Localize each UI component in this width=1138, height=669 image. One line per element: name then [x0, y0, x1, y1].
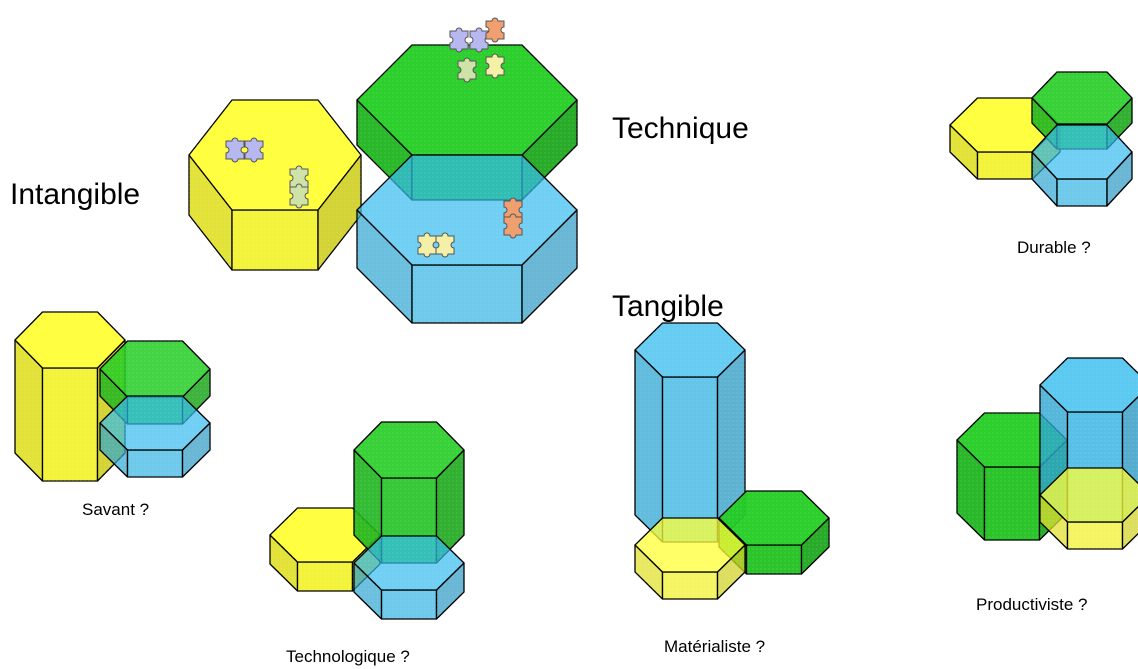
label-technologique: Technologique ? [286, 647, 410, 666]
puzzle-piece-icon [485, 17, 505, 43]
puzzle-piece-icon [503, 213, 523, 239]
prism-technologique-blue [353, 535, 465, 620]
label-productiviste: Productiviste ? [976, 595, 1088, 614]
prism-productiviste-yellow [1039, 467, 1138, 550]
label-materialiste: Matérialiste ? [664, 637, 766, 656]
label-tangible: Tangible [612, 290, 724, 323]
label-intangible: Intangible [10, 178, 141, 211]
prism-materialiste-blue [634, 322, 746, 543]
puzzle-piece-icon [289, 183, 309, 209]
label-durable: Durable ? [1017, 238, 1091, 257]
prism-materialiste-yellow [634, 517, 746, 600]
prism-durable-blue [1031, 124, 1133, 207]
puzzle-piece-icon [435, 232, 455, 258]
prism-tangible-main [356, 154, 578, 324]
label-technique: Technique [612, 112, 749, 145]
puzzle-piece-icon [225, 137, 245, 163]
puzzle-piece-icon [457, 57, 477, 83]
puzzle-piece-icon [417, 232, 437, 258]
puzzle-piece-icon [449, 27, 469, 53]
puzzle-piece-icon [485, 53, 505, 79]
puzzle-piece-icon [469, 27, 489, 53]
prism-intangible-main [188, 99, 362, 271]
puzzle-piece-icon [244, 137, 264, 163]
label-savant: Savant ? [82, 500, 150, 519]
prism-savant-blue [99, 395, 211, 478]
